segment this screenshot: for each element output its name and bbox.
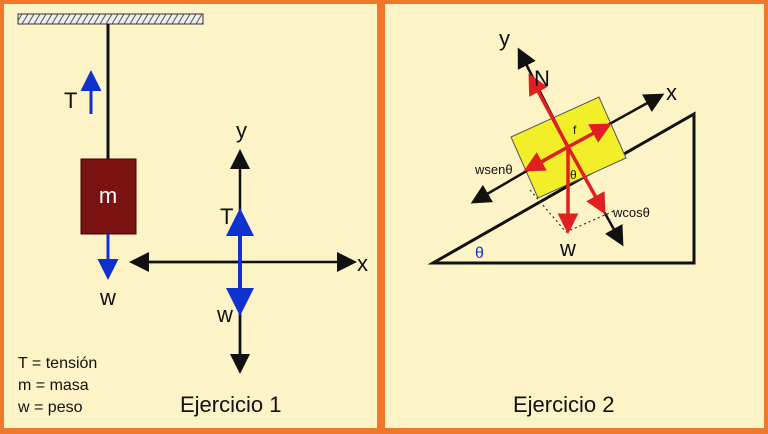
fbd-tension-label: T [220,204,233,229]
incline [427,111,696,265]
weight-label: w [559,236,576,261]
mass-label: m [99,183,117,208]
legend-mass: m = masa [18,377,89,394]
fbd-weight-label: w [216,302,233,327]
friction-force-arrow [567,123,612,149]
legend-tension: T = tensión [18,355,97,372]
wsen-label: wsenθ [474,162,513,177]
exercise-2-diagram: θ y x N f wsenθ w wcosθ θ Ejercicio 2 [427,26,696,417]
normal-force-arrow [528,73,570,148]
exercise-1-diagram: T m w y x T w T = tensión m = masa w = p… [17,13,368,417]
incline-angle-label: θ [475,245,484,262]
axis-x-label: x [666,80,677,105]
friction-force-label: f [573,123,577,137]
wsen-component-arrow [523,145,569,172]
axis-y-label: y [236,118,247,143]
ceiling [17,13,204,25]
mass-block [80,158,137,235]
exercise-1-title: Ejercicio 1 [180,392,281,417]
block-angle-label: θ [570,168,577,182]
exercise-2-panel: θ y x N f wsenθ w wcosθ θ Ejercicio 2 [385,4,764,428]
axis-x-label: x [357,251,368,276]
tension-label: T [64,88,77,113]
exercise-2-title: Ejercicio 2 [513,392,614,417]
wcos-component-arrow [566,146,606,215]
weight-label: w [99,285,116,310]
normal-force-label: N [534,66,550,91]
exercise-1-panel: T m w y x T w T = tensión m = masa w = p… [4,4,377,428]
wcos-label: wcosθ [612,205,650,220]
axis-y-label: y [499,26,510,51]
legend-weight: w = peso [17,399,83,416]
